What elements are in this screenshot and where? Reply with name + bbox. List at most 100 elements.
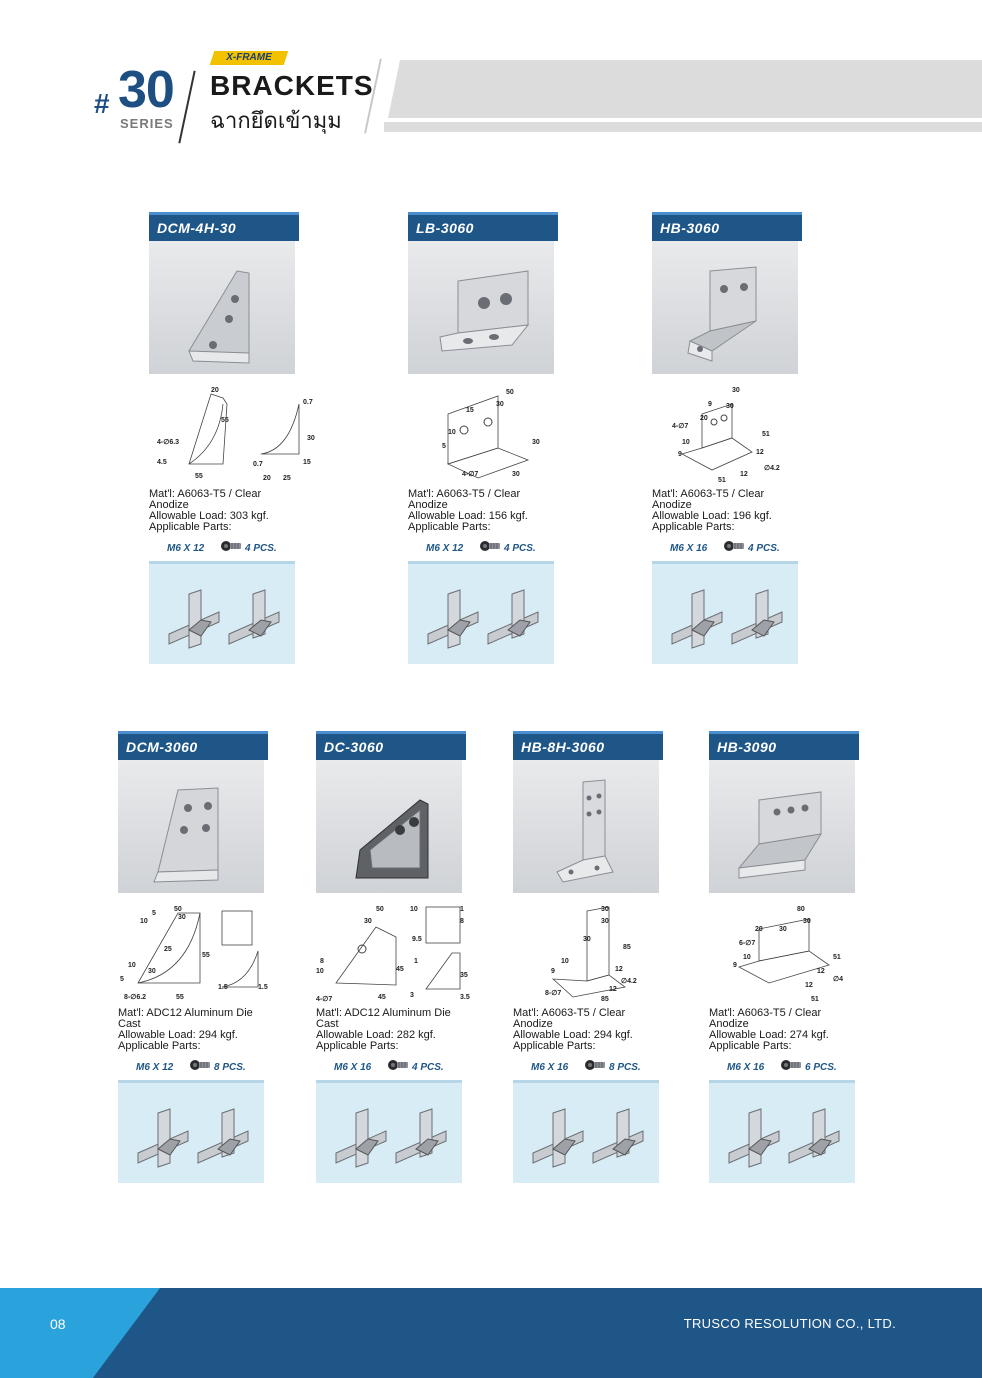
screw-icon [724, 541, 744, 551]
dimension-label: 20 [700, 415, 708, 422]
dimension-label: 20 [263, 475, 271, 482]
product-code: DCM-3060 [118, 731, 268, 760]
dimension-label: 5 [152, 910, 156, 917]
series-label: SERIES [120, 116, 174, 131]
application-illustration [168, 589, 280, 649]
dimension-label: 85 [601, 996, 609, 1003]
dimension-label: 10 [743, 954, 751, 961]
dimension-label: ∅4.2 [764, 464, 780, 472]
dimension-label: 30 [601, 906, 609, 913]
dimension-label: 51 [811, 996, 819, 1003]
dimension-label: 4-∅7 [316, 995, 332, 1003]
dimension-label: 10 [448, 429, 456, 436]
product-photo [118, 760, 264, 893]
screw-icon-wrap [221, 539, 241, 558]
dimension-label: 45 [396, 966, 404, 973]
dimension-label: 51 [833, 954, 841, 961]
product-code: DC-3060 [316, 731, 466, 760]
screw-icon [388, 1060, 408, 1070]
dimension-label: 1 [414, 958, 418, 965]
header-band-2 [384, 122, 982, 132]
application-panel [408, 561, 554, 664]
dimension-label: 4.5 [157, 459, 167, 466]
dimension-label: 3 [410, 992, 414, 999]
dimension-label: 15 [466, 407, 474, 414]
dimension-label: 8-∅6.2 [124, 993, 146, 1001]
spec-material: Mat'l: A6063-T5 / Clear Anodize [652, 488, 765, 511]
spec-load: Allowable Load: 294 kgf. [513, 1029, 633, 1041]
product-photo [513, 760, 659, 893]
dimension-label: 30 [726, 403, 734, 410]
dimension-label: 30 [307, 435, 315, 442]
application-illustration [137, 1108, 249, 1168]
screw-icon-wrap [190, 1058, 210, 1077]
dimension-label: 12 [740, 471, 748, 478]
spec-parts-label: Applicable Parts: [118, 1040, 201, 1052]
spec-parts-label: Applicable Parts: [709, 1040, 792, 1052]
spec-material: Mat'l: A6063-T5 / Clear Anodize [149, 488, 262, 511]
hash-symbol: # [94, 88, 110, 119]
page-title-thai: ฉากยึดเข้ามุม [210, 109, 342, 134]
dimension-label: 9 [733, 962, 737, 969]
dimension-label: 85 [623, 944, 631, 951]
application-illustration [427, 589, 539, 649]
dimension-label: 30 [779, 926, 787, 933]
dimension-label: 30 [732, 387, 740, 394]
screw-qty: 4 PCS. [245, 543, 277, 554]
dimension-label: 30 [496, 401, 504, 408]
product-photo [149, 241, 295, 374]
dimension-label: 45 [378, 994, 386, 1001]
dimension-label: 50 [506, 389, 514, 396]
screw-size: M6 X 16 [334, 1062, 372, 1073]
dimension-label: 30 [148, 968, 156, 975]
dimension-label: 9 [551, 968, 555, 975]
product-photo [652, 241, 798, 374]
dimension-label: 20 [211, 387, 219, 394]
spec-load: Allowable Load: 294 kgf. [118, 1029, 238, 1041]
dimension-label: 3.5 [460, 994, 470, 1001]
application-panel [149, 561, 295, 664]
screw-qty: 4 PCS. [412, 1062, 444, 1073]
application-illustration [671, 589, 783, 649]
dimension-label: 10 [682, 439, 690, 446]
dimension-label: 9 [708, 401, 712, 408]
product-code: HB-3060 [652, 212, 802, 241]
spec-material: Mat'l: A6063-T5 / Clear Anodize [513, 1007, 626, 1030]
application-panel [316, 1080, 462, 1183]
screw-size: M6 X 16 [727, 1062, 765, 1073]
dimension-label: 30 [532, 439, 540, 446]
dimension-label: 12 [817, 968, 825, 975]
screw-icon-wrap [480, 539, 500, 558]
dimension-label: 6-∅7 [739, 939, 755, 947]
dimension-label: 55 [202, 952, 210, 959]
dimension-label: 12 [805, 982, 813, 989]
dimension-label: 15 [303, 459, 311, 466]
dimension-label: 30 [178, 914, 186, 921]
screw-qty: 4 PCS. [748, 543, 780, 554]
dimension-label: 50 [376, 906, 384, 913]
dimension-label: 30 [583, 936, 591, 943]
screw-qty: 8 PCS. [214, 1062, 246, 1073]
application-panel [652, 561, 798, 664]
dimension-label: 30 [364, 918, 372, 925]
spec-material: Mat'l: ADC12 Aluminum Die Cast [118, 1007, 253, 1030]
spec-load: Allowable Load: 274 kgf. [709, 1029, 829, 1041]
dimension-label: 35 [460, 972, 468, 979]
product-photo [408, 241, 554, 374]
dimension-label: 80 [797, 906, 805, 913]
screw-icon-wrap [781, 1058, 801, 1077]
product-photo [316, 760, 462, 893]
screw-qty: 6 PCS. [805, 1062, 837, 1073]
series-number: 30 [118, 61, 175, 119]
